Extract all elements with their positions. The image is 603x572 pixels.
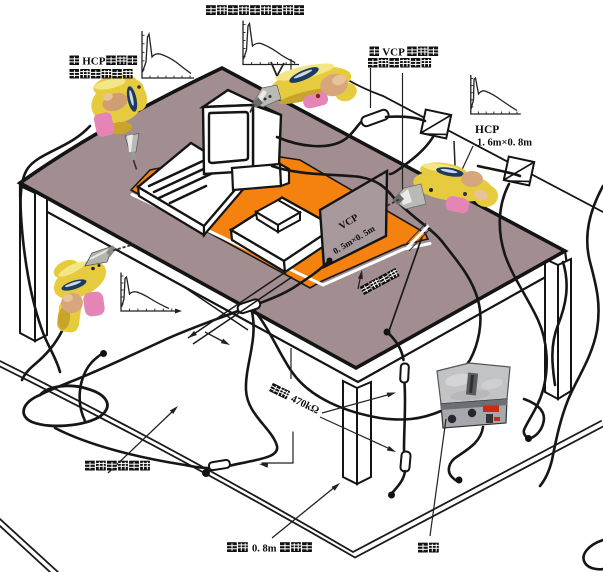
svg-text:HCP: HCP [82,56,106,68]
svg-text:1. 6m×0. 8m: 1. 6m×0. 8m [477,138,532,149]
svg-text:VCP: VCP [382,47,405,59]
svg-text:0. 8m: 0. 8m [252,544,277,555]
svg-text:HCP: HCP [475,124,499,136]
